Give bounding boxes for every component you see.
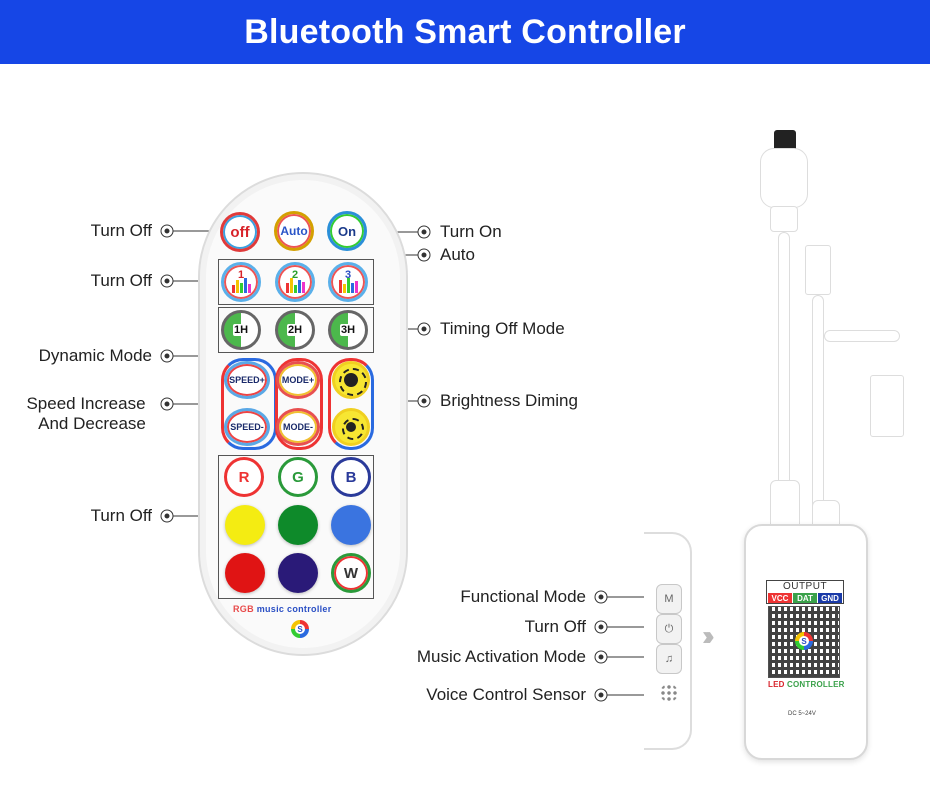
sun-icon (339, 368, 367, 396)
label-and-decrease: And Decrease (38, 414, 146, 433)
equalizer-icon (338, 277, 358, 293)
label-timing-off-mode: Timing Off Mode (440, 319, 565, 338)
music-mode-2-button[interactable]: 2 (275, 262, 315, 302)
power-button[interactable]: ⏻ (656, 614, 682, 644)
timer-1h-label: 1H (232, 324, 250, 336)
side-connector (870, 375, 904, 437)
color-group (218, 455, 374, 599)
music-mode-2-number: 2 (291, 269, 299, 281)
music-mode-3-button[interactable]: 3 (328, 262, 368, 302)
side-cable (824, 330, 900, 342)
brightness-down-button[interactable] (332, 408, 370, 446)
double-chevron-right-icon: ›› (702, 620, 714, 651)
brightness-pill (328, 358, 374, 450)
blue-button[interactable]: B (331, 457, 371, 497)
equalizer-icon (285, 277, 305, 293)
music-mode-1-number: 1 (237, 269, 245, 281)
label-functional-mode: Functional Mode (460, 587, 586, 606)
timer-group (218, 307, 374, 353)
timer-2h-label: 2H (286, 324, 304, 336)
brightness-up-button[interactable] (332, 361, 370, 399)
mode-increase-button[interactable]: MODE+ (276, 361, 320, 399)
remote-brand: RGB music controller (233, 604, 332, 614)
pin-dat: DAT (793, 593, 817, 603)
timer-1h-button[interactable]: 1H (221, 310, 261, 350)
strain-relief-left (770, 480, 800, 530)
label-voice-control-sensor: Voice Control Sensor (426, 685, 586, 704)
output-title: OUTPUT (782, 581, 828, 592)
page-header: Bluetooth Smart Controller (0, 0, 930, 64)
plug-neck (770, 206, 798, 232)
dark-green-swatch-button[interactable] (278, 505, 318, 545)
brand-rest: music controller (253, 604, 332, 614)
white-button[interactable]: W (331, 553, 371, 593)
label-music-activation-mode: Music Activation Mode (416, 647, 586, 666)
timer-3h-label: 3H (339, 324, 357, 336)
label-brightness-diming: Brightness Diming (440, 391, 578, 410)
aux-cable (812, 295, 824, 515)
music-mode-3-number: 3 (344, 269, 352, 281)
light-blue-swatch-button[interactable] (331, 505, 371, 545)
aux-connector-top (805, 245, 831, 295)
sun-small-icon (342, 418, 364, 440)
label-turn-on: Turn On (440, 222, 502, 241)
label-turn-off-3: Turn Off (90, 506, 152, 525)
microphone-icon (660, 684, 678, 702)
auto-button[interactable]: Auto (274, 211, 314, 251)
bright-red-swatch-button[interactable] (225, 553, 265, 593)
off-button[interactable]: off (220, 212, 260, 252)
page-title: Bluetooth Smart Controller (244, 12, 686, 51)
mode-decrease-button[interactable]: MODE- (276, 408, 320, 446)
m-button[interactable]: M (656, 584, 682, 614)
mode-pill (275, 358, 323, 450)
label-turn-off-4: Turn Off (524, 617, 586, 636)
brand-logo-icon: S (291, 620, 309, 638)
yellow-swatch-button[interactable] (225, 505, 265, 545)
speed-decrease-button[interactable]: SPEED- (224, 408, 270, 446)
music-mode-1-button[interactable]: 1 (221, 262, 261, 302)
green-button[interactable]: G (278, 457, 318, 497)
label-turn-off-1: Turn Off (90, 221, 152, 240)
pin-vcc: VCC (768, 593, 792, 603)
controller-name-led: LED (768, 680, 788, 689)
navy-swatch-button[interactable] (278, 553, 318, 593)
red-button[interactable]: R (224, 457, 264, 497)
plug-housing (760, 148, 808, 208)
music-button[interactable]: ♫ (656, 644, 682, 674)
label-turn-off-2: Turn Off (90, 271, 152, 290)
dc-voltage: DC 5~24V (788, 711, 816, 717)
label-auto: Auto (440, 245, 475, 264)
label-dynamic-mode: Dynamic Mode (38, 346, 152, 365)
equalizer-icon (231, 277, 251, 293)
timer-3h-button[interactable]: 3H (328, 310, 368, 350)
controller-name-rest: CONTROLLER (787, 680, 845, 689)
on-button[interactable]: On (327, 211, 367, 251)
label-speed-increase: Speed Increase (26, 394, 146, 413)
speed-increase-button[interactable]: SPEED+ (224, 361, 270, 399)
qr-logo-icon: S (795, 632, 813, 650)
brand-rgb: RGB (233, 604, 254, 614)
controller-name: LED CONTROLLER (768, 680, 845, 689)
output-pin-label: OUTPUT VCC DAT GND (766, 580, 844, 604)
music-mode-group (218, 259, 374, 305)
pin-gnd: GND (818, 593, 842, 603)
timer-2h-button[interactable]: 2H (275, 310, 315, 350)
